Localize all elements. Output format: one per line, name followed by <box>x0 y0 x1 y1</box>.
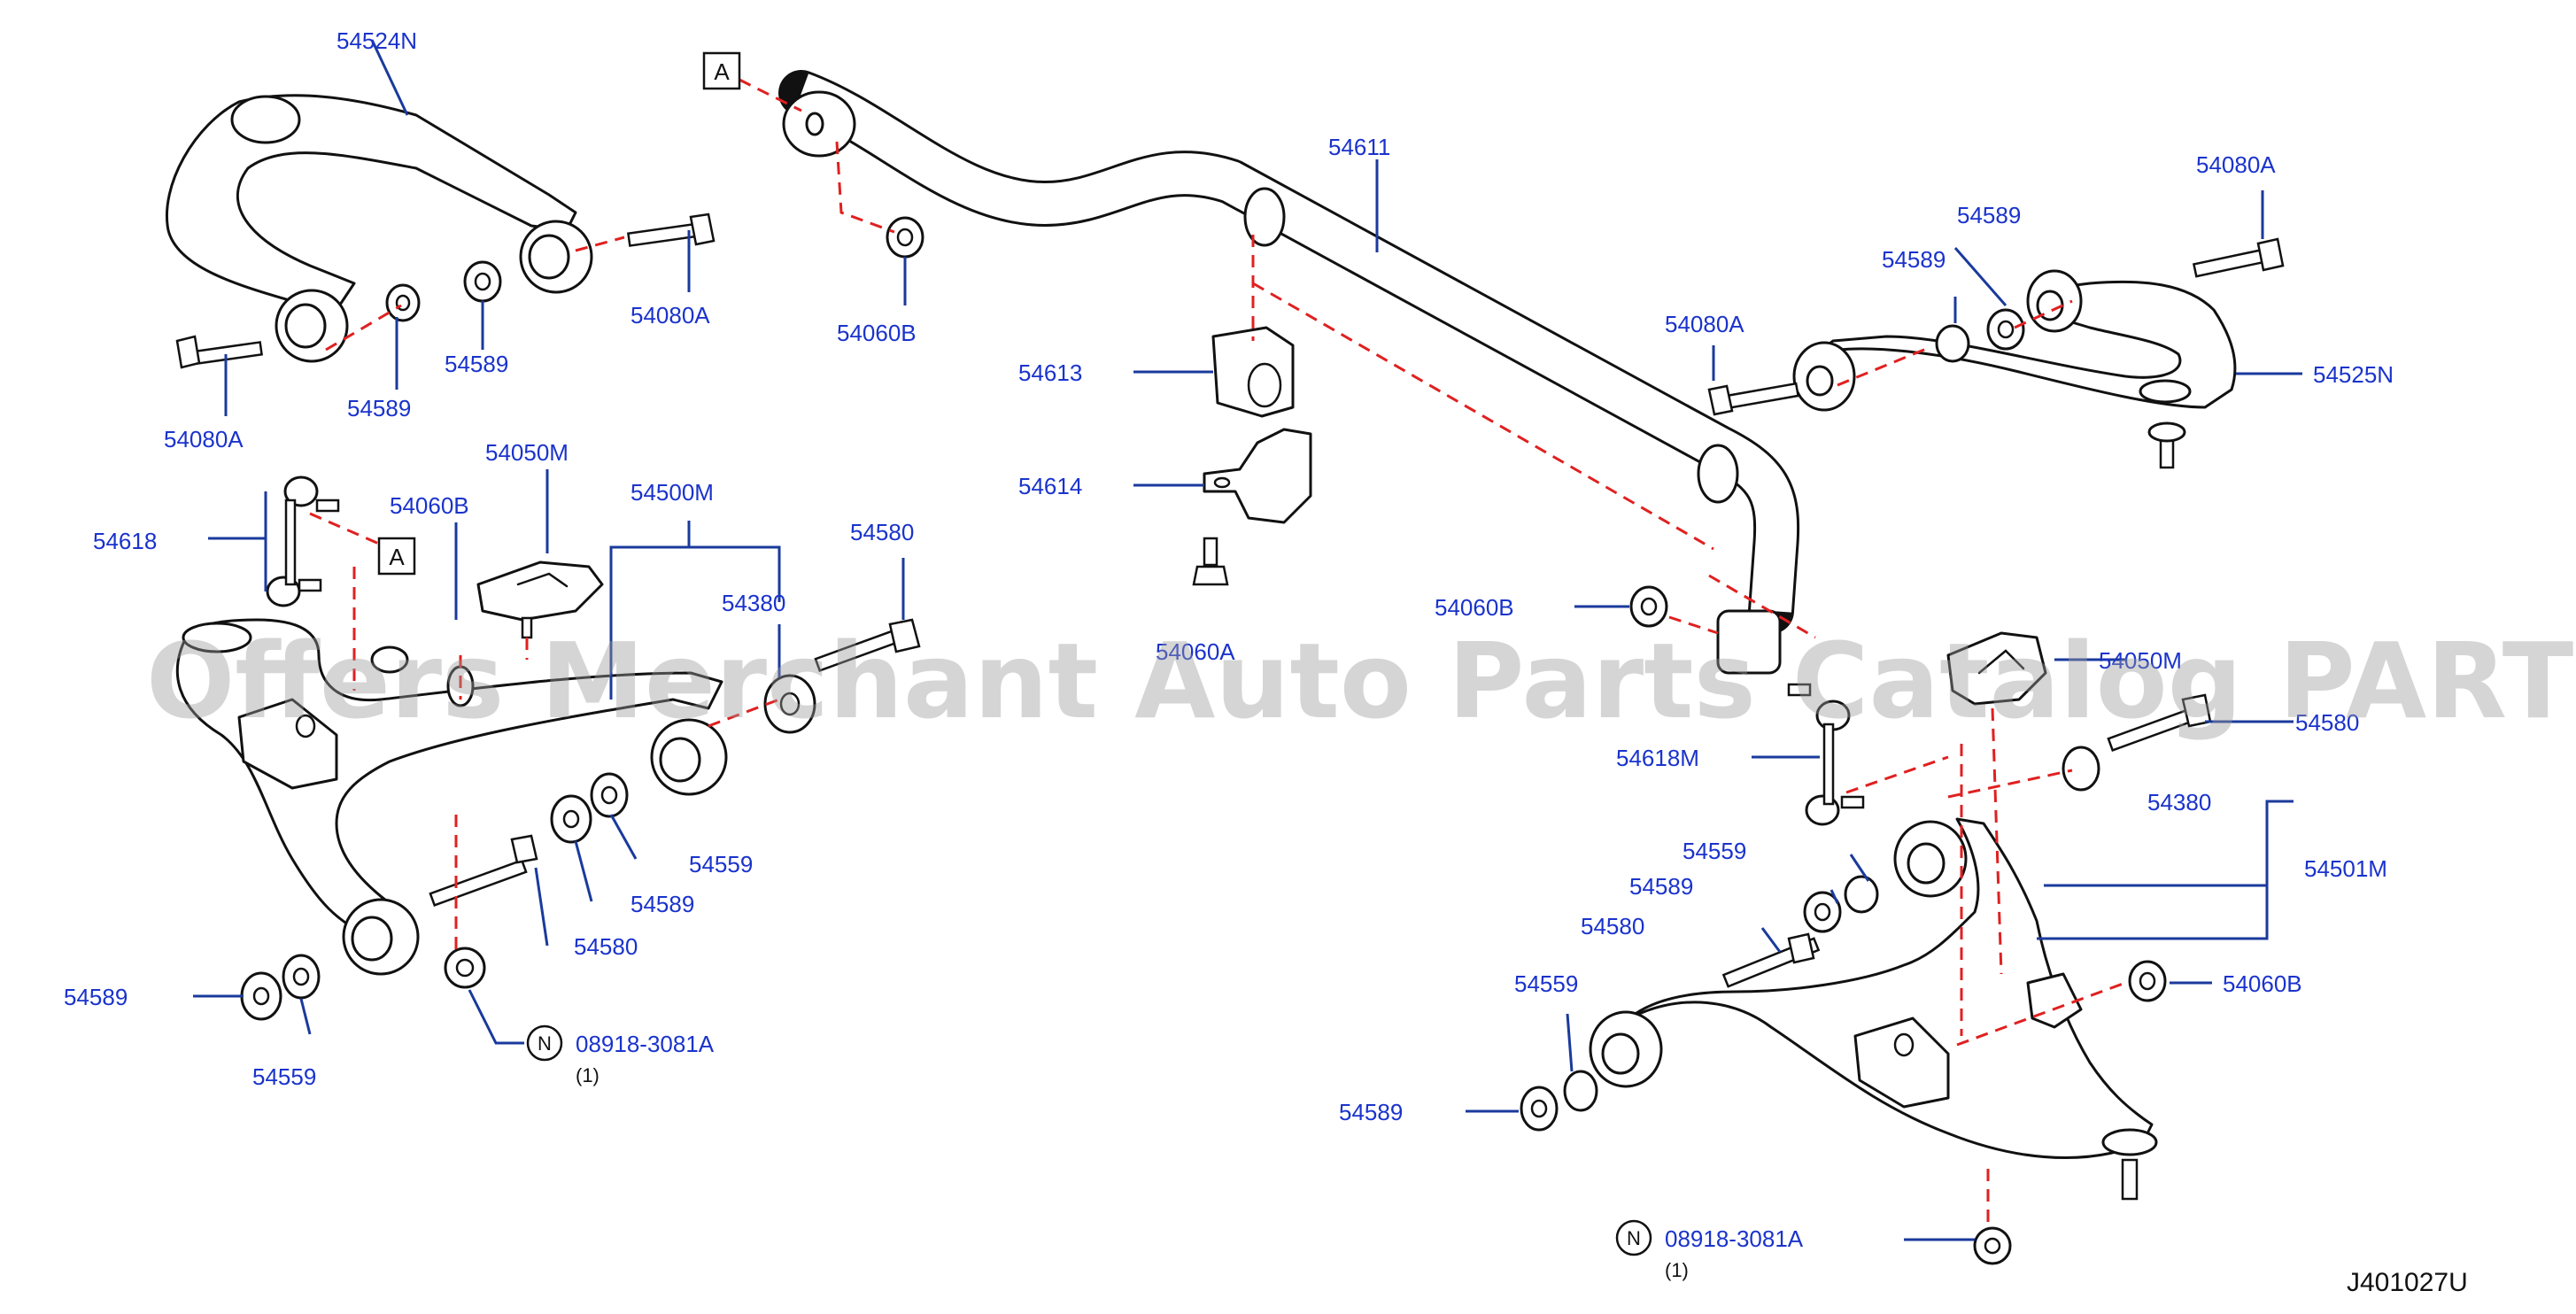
label-54380-a[interactable]: 54380 <box>722 590 785 616</box>
lower-right-fasteners <box>1520 693 2212 1265</box>
label-54618M[interactable]: 54618M <box>1616 745 1699 771</box>
ref-box-a-left: A <box>377 537 416 576</box>
bushing-54613 <box>1211 326 1295 418</box>
label-54525N[interactable]: 54525N <box>2313 361 2394 388</box>
svg-text:N: N <box>1627 1227 1641 1249</box>
bump-stop-left <box>476 560 604 639</box>
label-54060B-c[interactable]: 54060B <box>1435 594 1514 621</box>
label-54080A-d[interactable]: 54080A <box>2196 151 2276 178</box>
label-54589-f[interactable]: 54589 <box>1957 202 2021 228</box>
label-54580-a[interactable]: 54580 <box>850 519 914 545</box>
label-54589-b[interactable]: 54589 <box>445 351 508 377</box>
svg-text:A: A <box>714 58 730 85</box>
label-54589-c[interactable]: 54589 <box>630 891 694 917</box>
label-54559-d[interactable]: 54559 <box>1514 970 1578 997</box>
label-54500M[interactable]: 54500M <box>630 479 714 506</box>
upper-arm-left <box>166 94 593 363</box>
lower-arm-right <box>1589 817 2158 1201</box>
label-54614[interactable]: 54614 <box>1018 473 1082 499</box>
watermark: Offers Merchant Auto Parts Catalog PARTS… <box>146 620 2576 742</box>
label-54501M[interactable]: 54501M <box>2304 855 2387 882</box>
label-54580-b[interactable]: 54580 <box>574 933 638 960</box>
qty-b: (1) <box>1665 1259 1689 1281</box>
upper-left-fasteners <box>175 213 716 369</box>
stab-nut-right <box>886 216 1668 628</box>
label-54524N[interactable]: 54524N <box>337 27 417 54</box>
ref-box-a-top: A <box>702 51 741 90</box>
label-54080A-c[interactable]: 54080A <box>1665 311 1744 337</box>
label-54559-c[interactable]: 54559 <box>1683 838 1746 864</box>
label-54559-a[interactable]: 54559 <box>689 851 753 877</box>
label-54613[interactable]: 54613 <box>1018 359 1082 386</box>
stab-link-right <box>1787 683 1865 826</box>
bracket-54614 <box>1203 428 1312 524</box>
leader-lines <box>193 39 2302 1241</box>
n-symbol-right: N <box>1615 1219 1652 1256</box>
qty-a: (1) <box>576 1064 600 1086</box>
part-labels: 54524N 54080A 54589 54589 54080A 54060B … <box>64 27 2394 1281</box>
lower-arm-left <box>175 618 728 976</box>
label-54060A[interactable]: 54060A <box>1156 638 1235 665</box>
label-54589-e[interactable]: 54589 <box>1882 246 1946 273</box>
label-54060B-d[interactable]: 54060B <box>2223 970 2302 997</box>
stab-link-left <box>266 475 340 607</box>
upper-right-fasteners <box>1707 237 2285 416</box>
label-54080A-a[interactable]: 54080A <box>164 426 244 452</box>
label-54580-c[interactable]: 54580 <box>2295 709 2359 736</box>
bump-stop-right <box>1946 631 2047 706</box>
label-08918-3081A-a[interactable]: 08918-3081A <box>576 1031 715 1057</box>
label-54589-d[interactable]: 54589 <box>64 984 128 1010</box>
label-54580-d[interactable]: 54580 <box>1581 913 1644 939</box>
label-54060B-a[interactable]: 54060B <box>390 492 469 519</box>
label-54589-a[interactable]: 54589 <box>347 395 411 421</box>
svg-text:A: A <box>389 544 405 570</box>
label-54060B-b[interactable]: 54060B <box>837 320 917 346</box>
label-54589-g[interactable]: 54589 <box>1629 873 1693 900</box>
assembly-lines <box>309 78 2126 1226</box>
svg-text:N: N <box>538 1032 552 1055</box>
bolt-54060A <box>1192 537 1229 586</box>
label-54611[interactable]: 54611 <box>1328 134 1390 160</box>
label-54050M[interactable]: 54050M <box>485 439 569 466</box>
n-symbol-left: N <box>526 1024 563 1062</box>
label-54589-h[interactable]: 54589 <box>1339 1099 1403 1125</box>
figure-code: J401027U <box>2347 1268 2468 1297</box>
label-54050M-r[interactable]: 54050M <box>2099 647 2182 674</box>
label-54080A-b[interactable]: 54080A <box>630 302 710 328</box>
label-54380-b[interactable]: 54380 <box>2147 789 2211 815</box>
upper-arm-right <box>1792 269 2237 469</box>
label-08918-3081A-b[interactable]: 08918-3081A <box>1665 1225 1804 1252</box>
label-54618[interactable]: 54618 <box>93 528 157 554</box>
label-54559-b[interactable]: 54559 <box>252 1063 316 1090</box>
